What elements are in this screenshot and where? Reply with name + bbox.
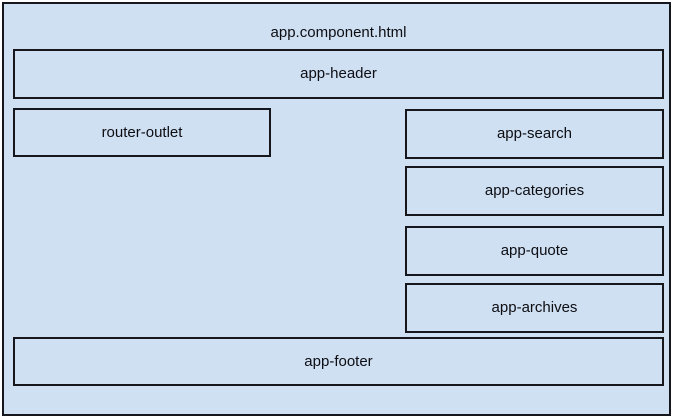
component-label-app-archives: app-archives: [491, 299, 578, 316]
component-block-router-outlet[interactable]: router-outlet: [13, 108, 271, 157]
component-label-app-footer: app-footer: [304, 352, 373, 370]
component-block-app-search[interactable]: app-search: [405, 109, 664, 159]
component-label-app-categories: app-categories: [484, 182, 585, 199]
component-block-app-archives[interactable]: app-archives: [405, 283, 664, 333]
component-label-router-outlet: router-outlet: [101, 123, 183, 141]
component-block-app-header[interactable]: app-header: [13, 49, 664, 99]
page-title: app.component.html: [270, 24, 407, 41]
component-label-app-quote: app-quote: [500, 242, 569, 259]
component-label-app-header: app-header: [300, 65, 377, 82]
component-block-app-footer[interactable]: app-footer: [13, 337, 664, 386]
component-block-app-quote[interactable]: app-quote: [405, 226, 664, 276]
component-block-app-categories[interactable]: app-categories: [405, 166, 664, 216]
component-label-app-search: app-search: [496, 125, 573, 142]
